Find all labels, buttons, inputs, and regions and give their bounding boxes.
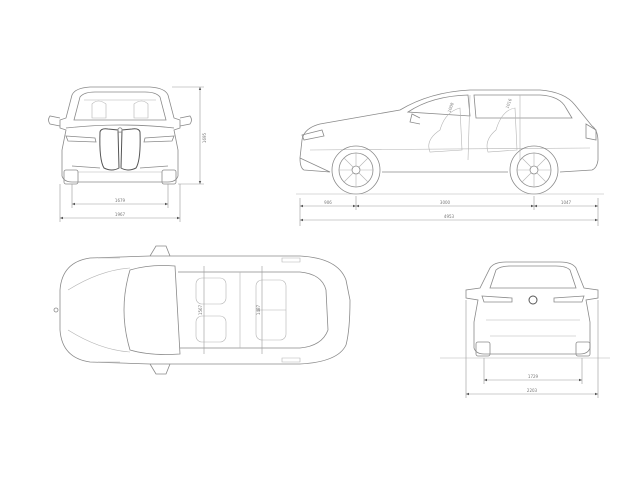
front-view: 1679 1967 1695 <box>48 86 207 222</box>
front-track-label: 1679 <box>115 198 126 203</box>
rear-overhang-label: 1047 <box>561 200 572 205</box>
height-label: 1695 <box>202 132 207 143</box>
width-with-mirrors-label: 2203 <box>527 388 538 393</box>
headroom-rear-label: 1016 <box>504 97 512 109</box>
rear-track-label: 1729 <box>528 374 539 379</box>
interior-width-rear-label: 1487 <box>256 304 261 315</box>
headroom-front-label: 1008 <box>446 101 454 113</box>
interior-width-front-label: 1567 <box>198 304 203 315</box>
front-width-label: 1967 <box>115 212 126 217</box>
front-overhang-label: 906 <box>324 200 332 205</box>
side-view: 1008 1016 906 3000 1047 4953 <box>296 89 604 226</box>
length-label: 4953 <box>444 214 455 219</box>
top-view: 1567 1487 <box>53 245 351 375</box>
wheelbase-label: 3000 <box>440 200 451 205</box>
rear-view: 1729 2203 <box>440 261 610 398</box>
